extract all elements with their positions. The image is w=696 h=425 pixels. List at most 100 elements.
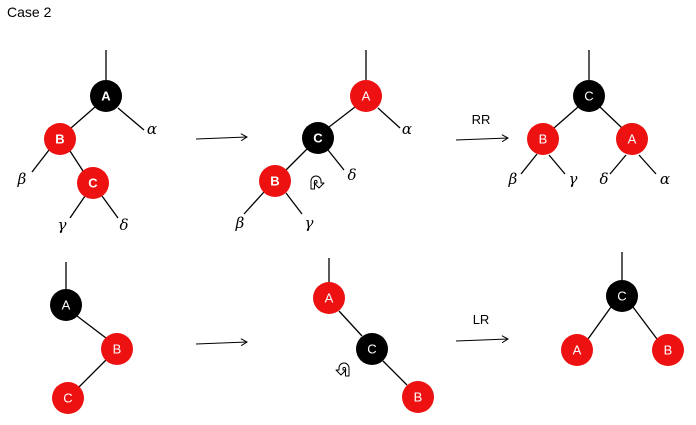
tree-node-t6-A: A [561, 334, 593, 366]
tree-node-t2-C: C [302, 122, 334, 154]
node-circle [77, 167, 109, 199]
node-circle [350, 80, 382, 112]
tree-edge [632, 306, 658, 340]
node-label: B [539, 132, 548, 147]
node-label: C [313, 131, 323, 146]
rotate-counterclockwise-icon [335, 362, 350, 377]
tree-node-t3-C: C [573, 80, 605, 112]
tree-edge [285, 148, 308, 171]
tree-node-t5-C: C [356, 333, 388, 365]
tree-node-t4-C: C [52, 382, 84, 414]
node-circle [50, 289, 82, 321]
node-circle [356, 333, 388, 365]
node-label: B [414, 390, 423, 405]
subtree-label-t3-gamma: γ [569, 170, 578, 188]
page-title: Case 2 [7, 4, 52, 20]
tree-edge [328, 106, 356, 128]
node-label: A [325, 291, 334, 306]
node-label: A [573, 343, 582, 358]
tree-edge [101, 195, 119, 219]
tree-edge [382, 360, 408, 386]
node-circle [561, 334, 593, 366]
tree-edge [70, 106, 96, 129]
tree-edge [553, 106, 579, 129]
node-circle [302, 122, 334, 154]
tree-node-t1-C: C [77, 167, 109, 199]
node-label: C [367, 342, 376, 357]
node-label: C [584, 89, 593, 104]
tree-edge [31, 149, 50, 173]
tree-edge [69, 150, 84, 172]
tree-node-t3-A: A [616, 123, 648, 155]
node-label: B [113, 342, 122, 357]
node-label: B [55, 132, 64, 147]
tree-node-t2-B: B [259, 165, 291, 197]
rotate-clockwise-icon [310, 175, 325, 190]
node-label: A [101, 89, 111, 104]
node-label: C [617, 289, 626, 304]
subtree-label-t1-alpha: α [147, 120, 157, 138]
node-circle [573, 80, 605, 112]
node-circle [101, 333, 133, 365]
tree-node-t5-A: A [313, 282, 345, 314]
subtree-label-t2-delta: δ [347, 166, 356, 184]
tree-node-t6-C: C [606, 280, 638, 312]
node-label: C [88, 176, 98, 191]
tree-edge [377, 107, 401, 129]
node-circle [616, 123, 648, 155]
tree-edge [69, 195, 86, 219]
subtree-label-t1-gamma: γ [58, 216, 67, 234]
subtree-label-t2-alpha: α [402, 120, 412, 138]
tree-edge [548, 154, 566, 175]
transition-arrow [455, 134, 509, 143]
operation-label-lr: LR [473, 312, 490, 327]
node-circle [90, 80, 122, 112]
subtree-label-t1-delta: δ [119, 216, 128, 234]
transition-arrow [195, 338, 248, 347]
node-label: B [664, 343, 673, 358]
subtree-label-t3-delta: δ [599, 170, 608, 188]
node-circle [44, 123, 76, 155]
tree-node-t6-B: B [652, 334, 684, 366]
node-label: C [63, 391, 72, 406]
tree-edge [243, 191, 265, 215]
tree-edge [338, 310, 363, 337]
tree-edge [117, 107, 145, 131]
tree-edge [520, 153, 538, 175]
node-circle [259, 165, 291, 197]
subtree-label-t2-beta: β [235, 214, 245, 232]
node-label: A [628, 132, 637, 147]
tree-edge [599, 106, 623, 129]
tree-edge [327, 149, 345, 171]
transition-arrow [455, 335, 509, 344]
subtree-label-t2-gamma: γ [305, 214, 314, 232]
node-circle [652, 334, 684, 366]
tree-node-t1-B: B [44, 123, 76, 155]
tree-node-t4-A: A [50, 289, 82, 321]
tree-edge [285, 192, 303, 215]
tree-edge [587, 306, 612, 340]
subtree-label-t3-alpha: α [660, 170, 670, 188]
node-circle [52, 382, 84, 414]
tree-node-t1-A: A [90, 80, 122, 112]
tree-edge [609, 154, 627, 175]
tree-edge [76, 315, 107, 339]
transition-arrow [195, 133, 248, 142]
node-label: A [62, 298, 71, 313]
tree-node-t2-A: A [350, 80, 382, 112]
tree-node-t3-B: B [527, 123, 559, 155]
tree-edge [638, 154, 657, 175]
node-circle [402, 381, 434, 413]
node-circle [313, 282, 345, 314]
tree-node-t4-B: B [101, 333, 133, 365]
node-circle [606, 280, 638, 312]
node-circle [527, 123, 559, 155]
subtree-label-t1-beta: β [17, 170, 27, 188]
subtree-label-t3-beta: β [508, 170, 518, 188]
tree-edge [78, 359, 107, 388]
operation-label-rr: RR [472, 112, 491, 127]
node-label: B [270, 174, 279, 189]
node-label: A [362, 89, 371, 104]
tree-node-t5-B: B [402, 381, 434, 413]
